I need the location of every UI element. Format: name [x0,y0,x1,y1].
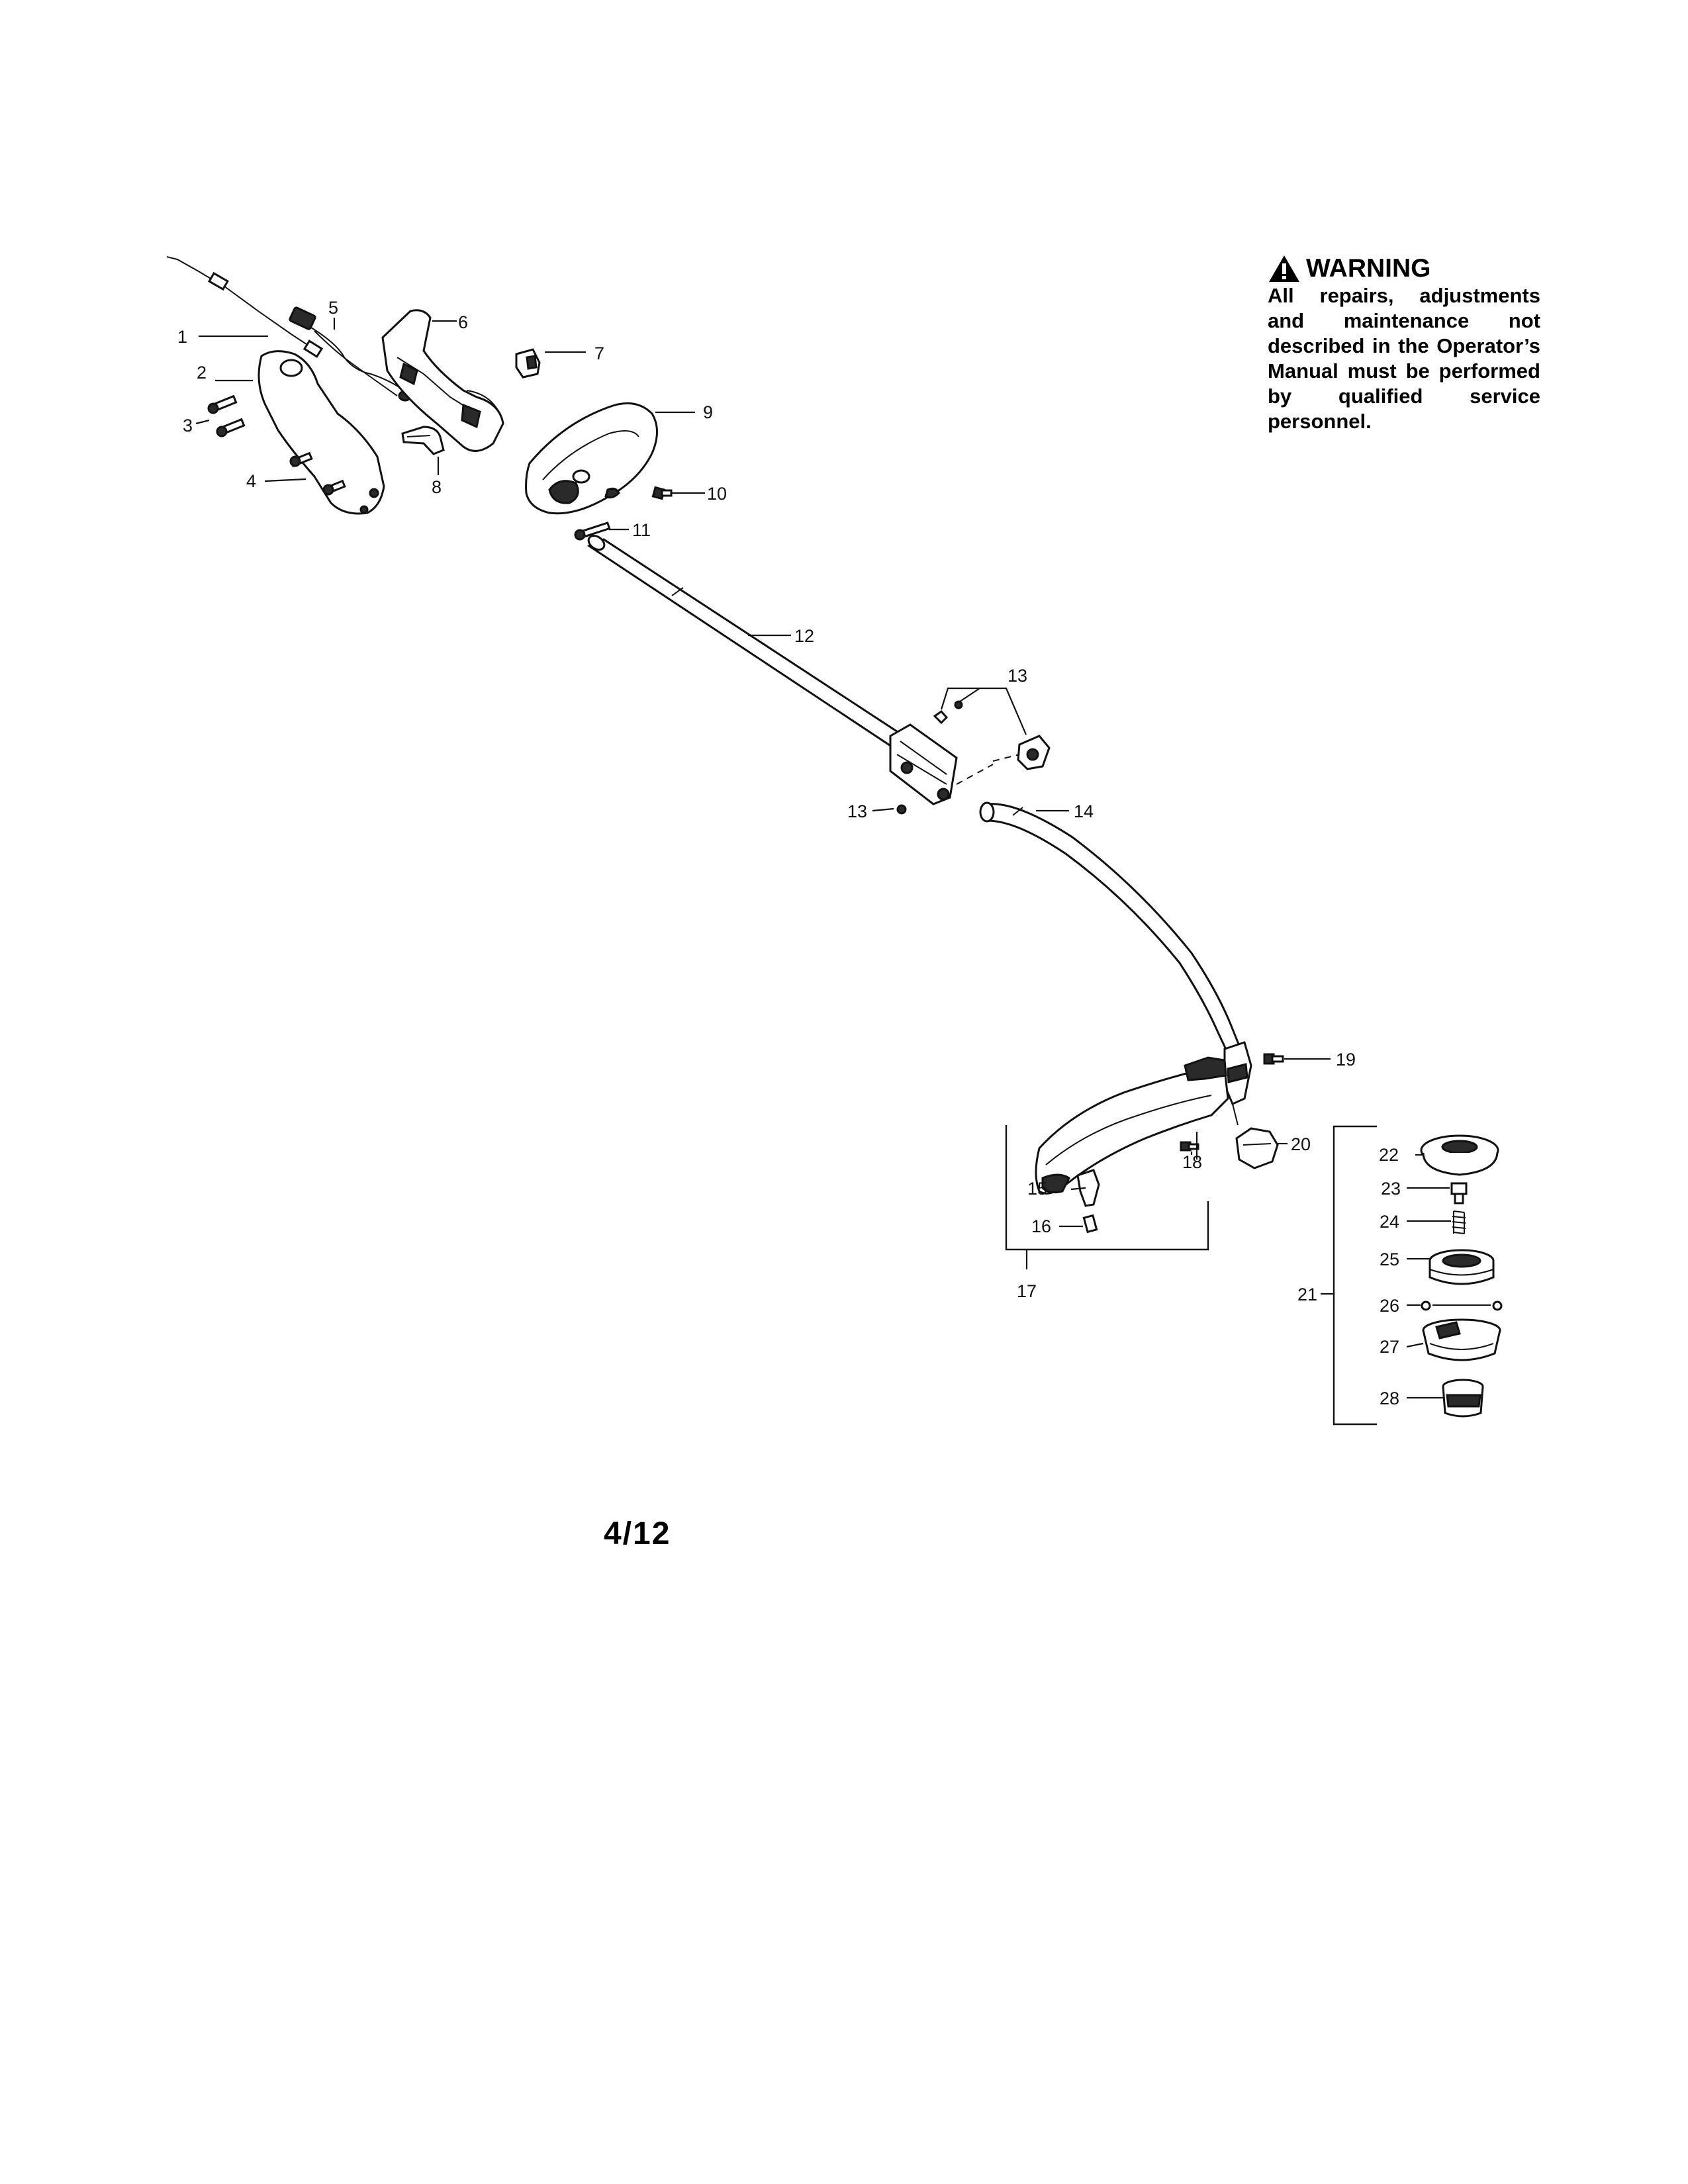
part-3-screws [207,394,246,437]
part-11-bolt [574,522,611,541]
part-18-screw [1180,1141,1199,1152]
callout-28: 28 [1380,1388,1399,1408]
warning-title: WARNING [1306,254,1431,283]
part-12-upper-shaft [586,535,909,749]
callout-18: 18 [1182,1152,1202,1172]
callout-1: 1 [177,327,187,347]
callout-20: 20 [1291,1134,1311,1154]
warning-text: All repairs, adjustments and maintenance… [1268,284,1540,433]
part-17-guard-assembly [1035,1056,1229,1195]
part-16-screw [1082,1214,1098,1234]
callout-25: 25 [1380,1250,1399,1269]
part-7-trigger-lock [515,348,541,379]
part-14-lower-shaft [979,801,1252,1126]
part-8-trigger [401,426,445,455]
callout-16: 16 [1031,1216,1051,1236]
callout-24: 24 [1380,1212,1399,1232]
part-25-spool [1429,1249,1495,1285]
callout-15: 15 [1027,1179,1047,1199]
part-13-coupler [889,700,1051,815]
part-2-handle-housing [258,350,385,515]
part-15-line-cutter [1076,1169,1100,1207]
part-19-screw [1263,1053,1284,1065]
warning-heading: WARNING [1268,254,1540,283]
part-27-bump-knob-housing [1422,1318,1501,1361]
callout-2: 2 [197,363,207,383]
callout-10: 10 [707,484,727,504]
callout-22: 22 [1379,1145,1399,1165]
callout-23: 23 [1381,1179,1401,1199]
part-23-eyelet-bolt [1450,1182,1468,1205]
part-28-bump-knob [1442,1379,1484,1418]
callout-17: 17 [1017,1281,1037,1301]
leader-lines [195,318,1451,1399]
callout-26: 26 [1380,1296,1399,1316]
callout-13-top: 13 [1008,666,1027,686]
part-10-screw [651,486,673,500]
callout-9: 9 [703,402,713,422]
part-22-spool-housing [1420,1134,1499,1176]
callout-4: 4 [246,471,256,491]
part-9-assist-handle [525,402,658,515]
callout-12: 12 [794,626,814,646]
part-1-throttle-cable [166,256,324,358]
callout-11: 11 [632,520,651,540]
part-24-spring [1452,1210,1466,1234]
part-26-eyelets [1421,1300,1503,1311]
callout-7: 7 [594,343,604,363]
page-number: 4/12 [604,1516,671,1551]
callout-14: 14 [1074,801,1094,821]
callout-13-bottom: 13 [847,801,867,821]
warning-triangle-icon [1269,255,1299,282]
warning-notice: WARNING All repairs, adjustments and mai… [1268,254,1540,434]
bracket-21 [1333,1125,1377,1426]
callout-5: 5 [328,298,338,318]
callout-3: 3 [183,416,193,435]
callout-27: 27 [1380,1337,1399,1357]
callout-labels: 1 2 3 4 5 6 7 8 9 10 11 12 13 13 14 15 1… [177,298,1401,1408]
callout-21: 21 [1297,1285,1317,1304]
part-6-handle-housing [381,309,504,452]
callout-19: 19 [1336,1050,1356,1069]
part-20-knob [1235,1127,1279,1169]
callout-8: 8 [432,477,442,497]
bracket-17 [1005,1125,1209,1251]
part-4-screws [289,451,346,496]
callout-6: 6 [458,312,468,332]
